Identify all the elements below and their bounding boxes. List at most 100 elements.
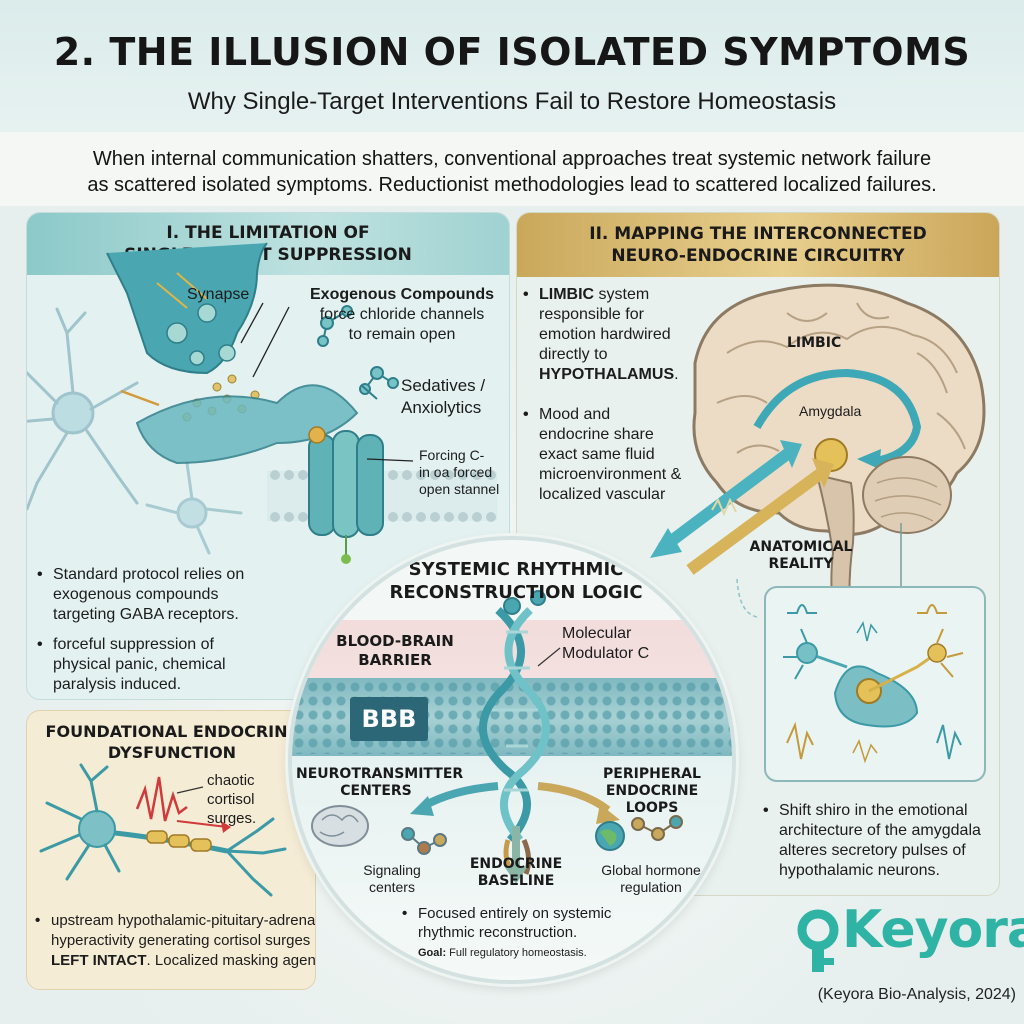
panel2-bullet2-line-1: Mood and — [539, 406, 611, 423]
endocrine-line-2: BASELINE — [477, 873, 555, 889]
panel1-bullet1-line-3: targeting GABA receptors. — [53, 606, 239, 623]
panel3-bullet: upstream hypothalamic-pituitary-adrenal … — [35, 911, 316, 971]
panel1-bullet2-line-3: paralysis induced. — [53, 676, 182, 693]
global-line-2: regulation — [620, 879, 682, 895]
background-neuron-icon — [27, 307, 139, 511]
postsynaptic-neuron-icon — [135, 384, 359, 465]
exogenous-compounds-bold: Exogenous Compounds — [310, 286, 494, 303]
endocrine-line-1: ENDOCRINE — [469, 856, 563, 872]
shift-line-2: architecture of the amygdala — [779, 822, 981, 839]
panel3-bullet-end: . Localized masking agent. — [146, 952, 316, 969]
panel1-heading-line-1: I. THE LIMITATION OF — [166, 223, 370, 243]
intro-line-2: as scattered isolated symptoms. Reductio… — [87, 174, 937, 196]
circle-title-line-1: SYSTEMIC RHYTHMIC — [408, 559, 624, 580]
panel1-heading: I. THE LIMITATION OF SINGLE-TARGET SUPPR… — [27, 213, 509, 275]
focus-line-2: rhythmic reconstruction. — [418, 924, 578, 941]
peripheral-line-1: PERIPHERAL — [603, 766, 701, 782]
goal-bold: Goal: — [418, 947, 447, 959]
page-subtitle: Why Single-Target Interventions Fail to … — [187, 88, 837, 115]
bbb-line-1: BLOOD-BRAIN — [336, 632, 454, 650]
signaling-line-2: centers — [369, 879, 415, 895]
anatomical-reality-label: ANATOMICAL REALITY — [741, 539, 861, 573]
exogenous-compounds-label: Exogenous Compounds force chloride chann… — [297, 285, 507, 345]
panel1-bullet-2: forceful suppression of physical panic, … — [37, 635, 307, 695]
panel3-heading: FOUNDATIONAL ENDOCRINE DYSFUNCTION — [27, 721, 315, 763]
molecule-small-icon — [631, 815, 683, 841]
callout-line — [240, 302, 414, 462]
callout-line — [537, 647, 561, 667]
goal-text: Goal: Full regulatory homeostasis. — [418, 946, 587, 960]
forcing-line-3: open stannel — [419, 481, 500, 497]
circle-title: SYSTEMIC RHYTHMIC RECONSTRUCTION LOGIC — [292, 558, 732, 604]
exogenous-compounds-line-2: force chloride channels — [319, 306, 485, 323]
exogenous-compounds-line-3: to remain open — [348, 326, 456, 343]
forcing-channel-label: Forcing C- in oa forced open stannel — [419, 447, 499, 498]
modulator-line-2: Modulator C — [562, 645, 650, 662]
global-line-1: Global hormone — [601, 862, 701, 878]
neuro-line-2: CENTERS — [340, 783, 412, 799]
anatomical-line-1: ANATOMICAL — [749, 539, 853, 555]
anatomical-line-2: REALITY — [768, 556, 834, 572]
sedatives-label: Sedatives / Anxiolytics — [401, 375, 485, 419]
intro-line-1: When internal communication shatters, co… — [92, 148, 932, 170]
limbic-label: LIMBIC — [787, 335, 842, 351]
systemic-reconstruction-circle: SYSTEMIC RHYTHMIC RECONSTRUCTION LOGIC B… — [288, 536, 736, 984]
synapse-illustration — [27, 242, 497, 564]
panel1-bullet2-line-2: physical panic, chemical — [53, 656, 226, 673]
panel1-bullet1-line-1: Standard protocol relies on — [53, 566, 245, 583]
neuron-icon — [39, 763, 287, 897]
panel2-bullet-2: Mood and endocrine share exact same flui… — [523, 405, 703, 505]
endocrine-baseline-label: ENDOCRINE BASELINE — [456, 856, 576, 890]
chaotic-line-1: chaotic — [207, 772, 255, 789]
inflow-arrow-icon — [120, 389, 160, 407]
panel2-bullet1-line-2: responsible for — [539, 306, 644, 323]
panel2-bullet1-line-3: emotion hardwired — [539, 326, 671, 343]
panel3-bullet-line-1: upstream hypothalamic-pituitary-adrenal — [51, 912, 316, 929]
brain-small-icon — [311, 805, 369, 847]
limbic-bold: LIMBIC — [539, 286, 595, 303]
globe-icon — [595, 821, 625, 851]
panel2-bullet1-line-1: system — [594, 286, 650, 303]
circle-bullet: Focused entirely on systemic rhythmic re… — [402, 904, 662, 942]
panel2-bullet2-line-4: microenvironment & — [539, 466, 682, 483]
intro-text: When internal communication shatters, co… — [40, 146, 984, 198]
panel-foundational-endocrine-dysfunction: FOUNDATIONAL ENDOCRINE DYSFUNCTION chaot… — [26, 710, 316, 990]
dna-helix-icon — [478, 590, 551, 876]
background-neuron-icon — [145, 461, 243, 555]
panel2-heading-line-2: NEURO-ENDOCRINE CIRCUITRY — [611, 246, 905, 266]
sedatives-line-1: Sedatives / — [401, 376, 486, 395]
neuron-icon — [783, 628, 964, 728]
panel2-heading: II. MAPPING THE INTERCONNECTED NEURO-END… — [517, 213, 999, 277]
neuron-inset-box — [764, 586, 986, 782]
panel2-bullet-1: LIMBIC system responsible for emotion ha… — [523, 285, 699, 385]
neuro-line-1: NEUROTRANSMITTER — [296, 766, 464, 782]
shift-line-1: Shift shiro in the emotional — [779, 802, 968, 819]
panel1-bullet-1: Standard protocol relies on exogenous co… — [37, 565, 307, 625]
peripheral-line-2: ENDOCRINE — [605, 783, 699, 799]
bidirectional-arrow-icon — [650, 440, 834, 575]
chaotic-line-3: surges. — [207, 810, 257, 827]
circle-title-line-2: RECONSTRUCTION LOGIC — [389, 582, 643, 603]
panel1-bullet2-line-1: forceful suppression of — [53, 636, 214, 653]
panel3-heading-line-1: FOUNDATIONAL ENDOCRINE — [45, 722, 299, 741]
page-title: 2. THE ILLUSION OF ISOLATED SYMPTOMS — [53, 30, 971, 74]
neuron-cortisol-illustration — [39, 763, 287, 897]
callout-line — [176, 786, 204, 794]
modulator-line-1: Molecular — [562, 625, 632, 642]
panel3-heading-line-2: DYSFUNCTION — [107, 743, 237, 762]
bbb-badge: BBB — [350, 697, 428, 741]
vesicle-icon — [166, 303, 236, 366]
release-arrow-icon — [156, 272, 208, 309]
blood-brain-barrier-label: BLOOD-BRAIN BARRIER — [330, 632, 460, 670]
sedatives-line-2: Anxiolytics — [401, 398, 482, 417]
molecular-modulator-label: Molecular Modulator C — [562, 624, 649, 664]
signaling-centers-label: Signaling centers — [342, 862, 442, 896]
peripheral-line-3: LOOPS — [625, 800, 679, 816]
shift-line-4: hypothalamic neurons. — [779, 862, 940, 879]
peripheral-endocrine-label: PERIPHERAL ENDOCRINE LOOPS — [592, 766, 712, 817]
intro-band — [0, 132, 1024, 206]
focus-line-1: Focused entirely on systemic — [418, 905, 612, 922]
amygdala-label: Amygdala — [799, 403, 862, 419]
distribution-arrow-icon — [410, 782, 620, 884]
